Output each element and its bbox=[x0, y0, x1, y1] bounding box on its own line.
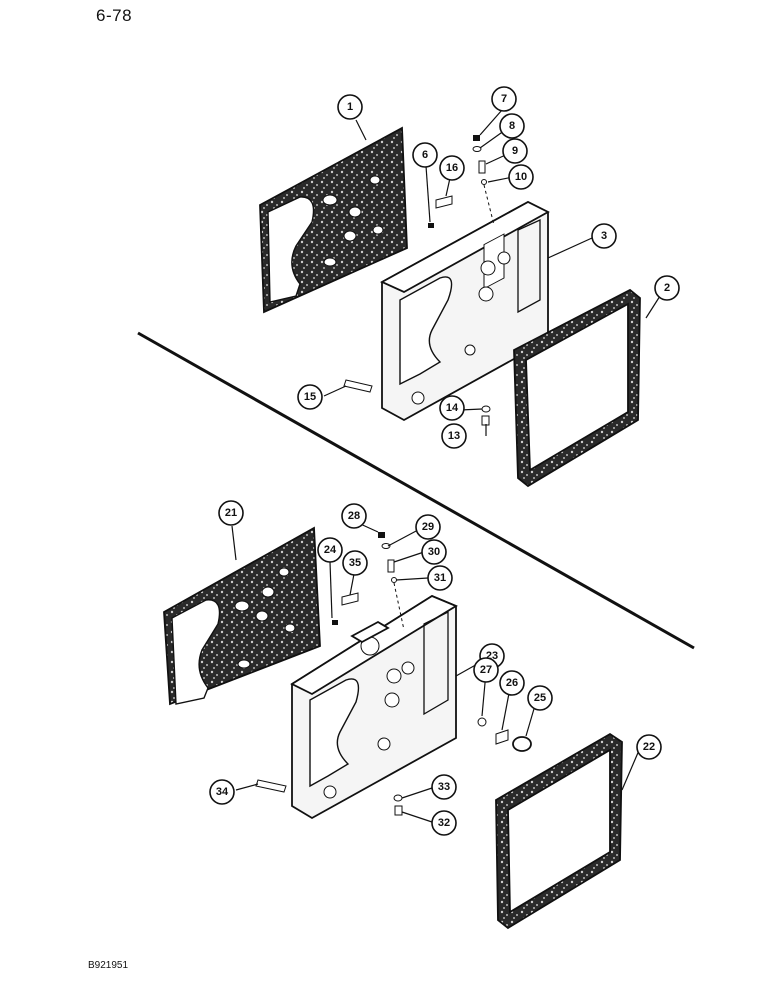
callout-label: 32 bbox=[438, 817, 450, 829]
part-16-screw bbox=[435, 195, 453, 209]
callout: 9 bbox=[502, 138, 528, 164]
callout: 27 bbox=[473, 657, 499, 683]
part-10-ball bbox=[481, 179, 487, 185]
callout: 35 bbox=[342, 550, 368, 576]
part-14-washer bbox=[481, 405, 491, 413]
callout-label: 14 bbox=[446, 402, 459, 414]
callout: 24 bbox=[317, 537, 343, 563]
lower-valve-body bbox=[290, 594, 458, 820]
part-31-ball bbox=[391, 577, 397, 583]
part-27-washer bbox=[477, 717, 487, 727]
callout: 34 bbox=[209, 779, 235, 805]
callout: 26 bbox=[499, 670, 525, 696]
upper-separator-plate bbox=[259, 126, 408, 314]
callout: 21 bbox=[218, 500, 244, 526]
callout-label: 15 bbox=[304, 391, 316, 403]
callout: 10 bbox=[508, 164, 534, 190]
lower-cover-gasket bbox=[495, 732, 623, 930]
upper-cover-gasket bbox=[513, 288, 641, 488]
callout: 29 bbox=[415, 514, 441, 540]
callout-label: 34 bbox=[216, 786, 229, 798]
callout: 14 bbox=[439, 395, 465, 421]
callout: 6 bbox=[412, 142, 438, 168]
figure-code: B921951 bbox=[88, 960, 129, 971]
callout: 13 bbox=[441, 423, 467, 449]
callout-label: 31 bbox=[434, 572, 446, 584]
part-9-spring bbox=[478, 160, 486, 174]
callout: 1 bbox=[337, 94, 363, 120]
callout-label: 2 bbox=[664, 282, 670, 294]
callout-label: 22 bbox=[643, 741, 655, 753]
callout-label: 25 bbox=[534, 692, 546, 704]
upper-small-parts bbox=[343, 135, 495, 426]
part-8-oring bbox=[472, 146, 482, 152]
callout: 31 bbox=[427, 565, 453, 591]
callout-label: 30 bbox=[428, 546, 440, 558]
callout-label: 7 bbox=[501, 93, 507, 105]
callout-label: 24 bbox=[324, 544, 337, 556]
section-divider-line bbox=[137, 331, 695, 650]
callout-label: 10 bbox=[515, 171, 527, 183]
callout: 7 bbox=[491, 86, 517, 112]
part-25-cap bbox=[512, 736, 532, 752]
part-34-bolt bbox=[255, 779, 287, 793]
part-35-screw bbox=[341, 592, 359, 606]
part-24 bbox=[332, 620, 338, 625]
part-7-plug bbox=[473, 135, 480, 141]
lower-separator-plate bbox=[163, 526, 321, 706]
callout-label: 21 bbox=[225, 507, 237, 519]
callout-label: 27 bbox=[480, 664, 492, 676]
part-30-spring bbox=[387, 559, 395, 573]
callout: 8 bbox=[499, 113, 525, 139]
part-29-oring bbox=[381, 543, 391, 549]
page-number: 6-78 bbox=[96, 6, 133, 25]
callout: 25 bbox=[527, 685, 553, 711]
callout: 22 bbox=[636, 734, 662, 760]
callout-label: 13 bbox=[448, 430, 460, 442]
part-6 bbox=[428, 223, 434, 228]
callout-label: 1 bbox=[347, 101, 353, 113]
part-26-spring bbox=[495, 729, 509, 745]
callout: 33 bbox=[431, 774, 457, 800]
callout: 2 bbox=[654, 275, 680, 301]
callout-label: 16 bbox=[446, 162, 458, 174]
callout: 30 bbox=[421, 539, 447, 565]
callout-label: 33 bbox=[438, 781, 450, 793]
lower-small-parts bbox=[255, 532, 532, 816]
part-33-washer bbox=[393, 794, 403, 802]
callout-label: 35 bbox=[349, 557, 361, 569]
callout: 15 bbox=[297, 384, 323, 410]
part-15-bolt bbox=[343, 379, 373, 393]
callout-label: 28 bbox=[348, 510, 360, 522]
callout-label: 8 bbox=[509, 120, 515, 132]
callout-label: 3 bbox=[601, 230, 607, 242]
callout: 28 bbox=[341, 503, 367, 529]
callout: 32 bbox=[431, 810, 457, 836]
callout-label: 26 bbox=[506, 677, 518, 689]
callout: 3 bbox=[591, 223, 617, 249]
upper-valve-body bbox=[379, 200, 550, 422]
callout-label: 29 bbox=[422, 521, 434, 533]
callout: 16 bbox=[439, 155, 465, 181]
part-13-plug bbox=[481, 415, 490, 426]
part-32-plug bbox=[394, 805, 403, 816]
callout-label: 9 bbox=[512, 145, 518, 157]
part-28-plug bbox=[378, 532, 385, 538]
callout-label: 6 bbox=[422, 149, 428, 161]
